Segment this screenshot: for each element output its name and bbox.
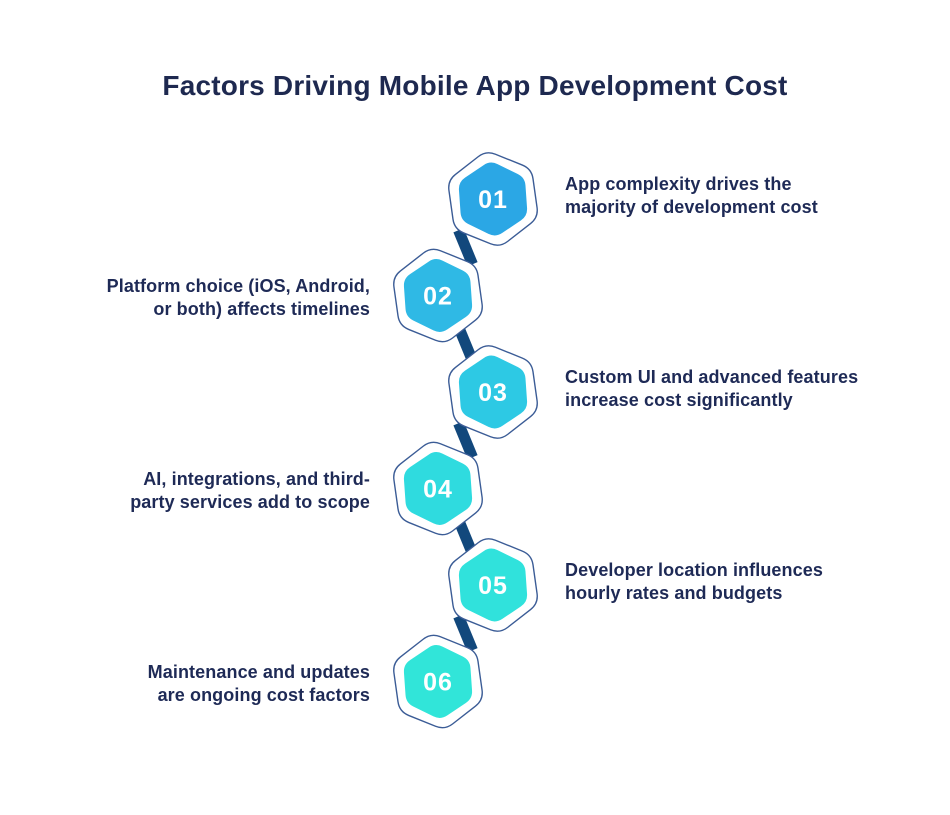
- hexagon-fill: [403, 645, 473, 718]
- hexagon-step-02: 02: [393, 248, 483, 343]
- connector-line: [453, 517, 478, 556]
- hexagon-fill: [458, 162, 528, 236]
- step-number: 04: [423, 476, 453, 504]
- step-number: 03: [478, 379, 508, 407]
- step-label-02: Platform choice (iOS, Android,or both) a…: [106, 275, 370, 319]
- step-number: 01: [478, 186, 508, 214]
- connector-line: [453, 614, 478, 653]
- hexagon-step-03: 03: [448, 345, 538, 439]
- connector-line: [453, 324, 478, 363]
- page-title: Factors Driving Mobile App Development C…: [162, 70, 788, 101]
- hexagon-step-01: 01: [448, 152, 538, 246]
- step-number: 05: [478, 572, 508, 600]
- hexagon-fill: [458, 355, 528, 429]
- hexagon-step-04: 04: [393, 441, 483, 536]
- hexagon-step-06: 06: [393, 634, 483, 729]
- hexagon-fill: [403, 259, 473, 332]
- hexagon-fill: [403, 452, 473, 525]
- hexagon-fill: [458, 548, 528, 622]
- connector-line: [453, 421, 478, 460]
- step-number: 02: [423, 283, 453, 311]
- step-number: 06: [423, 669, 453, 697]
- hexagon-step-05: 05: [448, 538, 538, 632]
- step-label-04: AI, integrations, and third-party servic…: [130, 468, 370, 512]
- connector-line: [453, 228, 478, 267]
